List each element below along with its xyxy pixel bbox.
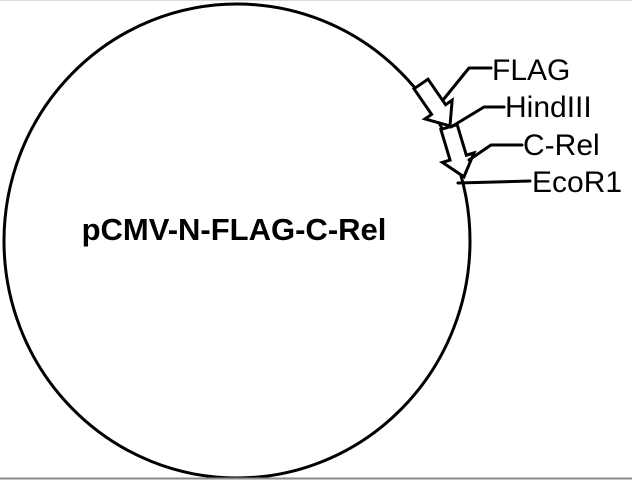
hindiii-label: HindIII	[505, 91, 592, 124]
flag-leader-line	[441, 66, 493, 102]
flag-label: FLAG	[492, 54, 570, 87]
plasmid-title: pCMV-N-FLAG-C-Rel	[82, 212, 387, 247]
hindiii-leader-line	[449, 105, 506, 129]
ecor1-leader-line	[456, 179, 532, 185]
crel-insert-arrow	[438, 122, 477, 180]
crel-leader-line	[467, 143, 524, 162]
flag-insert-arrow	[411, 77, 454, 128]
crel-label: C-Rel	[523, 129, 600, 162]
ecor1-label: EcoR1	[532, 166, 622, 199]
